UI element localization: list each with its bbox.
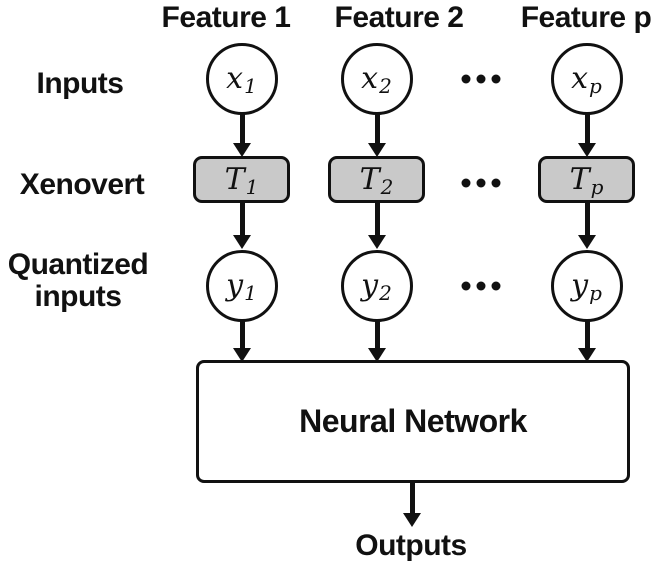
row-label-inputs: Inputs	[36, 67, 125, 101]
ellipsis-icon	[461, 178, 501, 188]
ellipsis-icon	[461, 281, 501, 291]
transform-node-t2-label: T2	[359, 161, 394, 200]
input-node-x1: x1	[205, 42, 278, 115]
row-label-quantized-line2: inputs	[34, 280, 122, 313]
neural-network-label: Neural Network	[299, 403, 527, 439]
arrow-down-icon	[368, 113, 387, 157]
arrow-down-icon	[578, 113, 597, 157]
row-label-quantized-line1: Quantized	[7, 248, 149, 282]
transform-node-tp: Tp	[538, 156, 635, 203]
arrow-down-icon	[233, 113, 252, 157]
transform-node-t1: T1	[193, 156, 290, 203]
input-node-xp-label: xp	[571, 60, 602, 99]
quantized-node-y1-label: y1	[226, 267, 257, 306]
arrow-down-icon	[578, 321, 597, 362]
input-node-x1-label: x1	[226, 60, 257, 99]
input-node-x2: x2	[340, 42, 413, 115]
feature-1-label: Feature 1	[161, 1, 291, 34]
feature-p-label: Feature p	[520, 1, 652, 34]
quantized-node-y1: y1	[205, 249, 278, 322]
arrow-down-icon	[368, 203, 387, 249]
feature-2-label: Feature 2	[334, 1, 464, 34]
arrow-down-icon	[233, 203, 252, 249]
transform-node-t1-label: T1	[224, 161, 259, 200]
quantized-node-yp-label: yp	[571, 267, 602, 306]
quantized-node-yp: yp	[550, 249, 623, 322]
arrow-down-icon	[233, 321, 252, 362]
arrow-down-icon	[403, 482, 422, 527]
outputs-label: Outputs	[355, 529, 467, 562]
arrow-down-icon	[578, 203, 597, 249]
neural-network-box: Neural Network	[196, 360, 630, 483]
quantized-node-y2-label: y2	[361, 267, 392, 306]
quantized-node-y2: y2	[340, 249, 413, 322]
transform-node-tp-label: Tp	[569, 161, 604, 200]
input-node-x2-label: x2	[361, 60, 392, 99]
arrow-down-icon	[368, 321, 387, 362]
input-node-xp: xp	[550, 42, 623, 115]
transform-node-t2: T2	[328, 156, 425, 203]
ellipsis-icon	[461, 74, 501, 84]
row-label-xenovert: Xenovert	[19, 168, 145, 202]
row-label-quantized-inputs: Quantized inputs	[8, 249, 149, 313]
